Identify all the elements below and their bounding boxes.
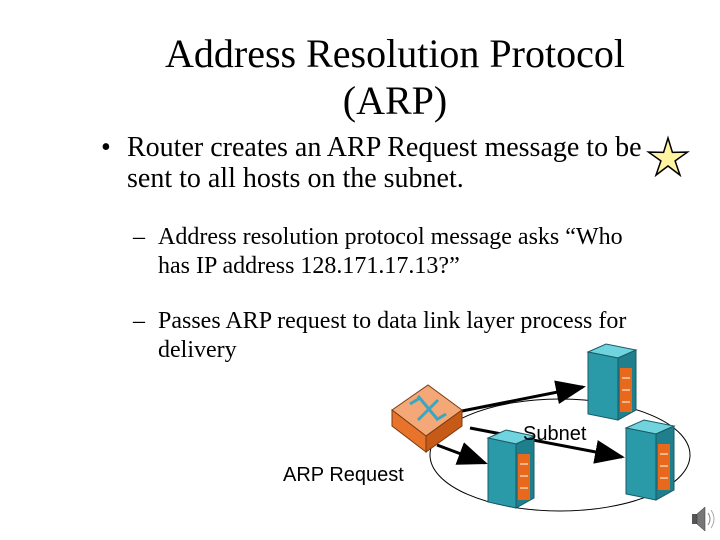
server-icon <box>624 419 676 501</box>
server-icon <box>486 429 536 509</box>
sub-bullet-marker-1: – <box>133 224 145 250</box>
title-line-2: (ARP) <box>342 78 448 123</box>
arrow-to-right-server <box>469 426 625 464</box>
router-icon <box>391 384 463 454</box>
sub-bullet-text-1: Address resolution protocol message asks… <box>158 224 623 279</box>
star-icon <box>646 135 690 178</box>
title-line-1: Address Resolution Protocol <box>165 31 625 76</box>
arp-request-label: ARP Request <box>283 464 404 486</box>
arrow-to-top-server <box>461 380 586 413</box>
speaker-icon[interactable] <box>692 506 715 532</box>
bullet-text: Router creates an ARP Request message to… <box>127 132 642 194</box>
subnet-label: Subnet <box>523 423 587 445</box>
sub-bullet-marker-2: – <box>133 308 145 334</box>
sub-bullet-text-2: Passes ARP request to data link layer pr… <box>158 308 627 363</box>
arrow-to-bottom-server <box>436 442 488 465</box>
bullet-marker: • <box>101 132 111 163</box>
server-icon <box>586 343 638 421</box>
slide-title: Address Resolution Protocol (ARP) <box>70 30 720 124</box>
